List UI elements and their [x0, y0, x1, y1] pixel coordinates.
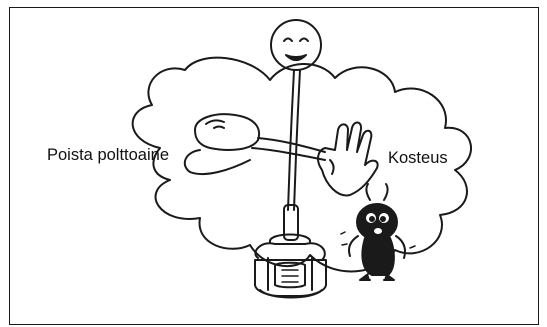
trimmer-engine-icon: [255, 205, 326, 298]
bug-icon: [341, 184, 415, 280]
smiling-sun-icon: [271, 20, 321, 210]
fuel-can-icon: [185, 114, 325, 174]
remove-fuel-label: Poista polttoaine: [47, 147, 169, 164]
moisture-label: Kosteus: [388, 150, 448, 167]
